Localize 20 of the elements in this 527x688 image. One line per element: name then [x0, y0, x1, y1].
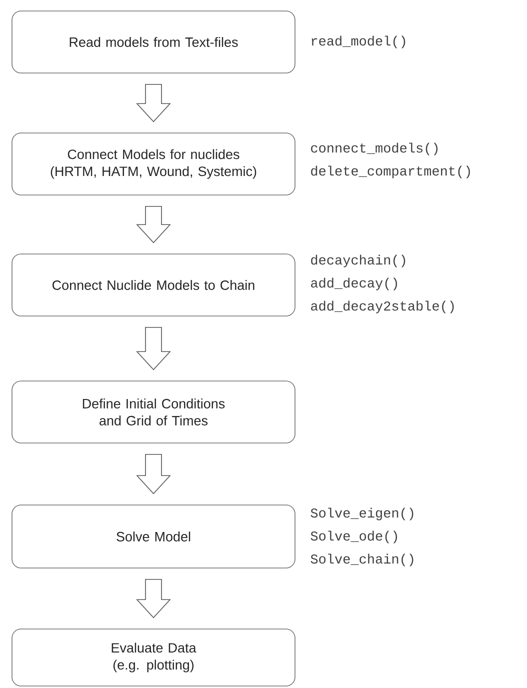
process-box: Connect Models for nuclides (HRTM, HATM, Wound, Systemic): [12, 132, 296, 196]
block-arrow: [136, 206, 171, 244]
process-box: Define Initial Conditions and Grid of Times: [12, 380, 296, 444]
code-label: add_decay2stable(): [311, 300, 454, 314]
code-label: Solve_chain(): [310, 554, 414, 566]
process-box: Evaluate Data (e.g. plotting): [12, 628, 296, 686]
process-box: Solve Model: [12, 504, 296, 568]
block-arrow: [136, 579, 171, 618]
code-label: Solve_eigen(): [310, 508, 414, 520]
block-arrow: [136, 327, 171, 370]
process-box: Read models from Text-files: [12, 10, 296, 74]
process-box: Connect Nuclide Models to Chain: [12, 254, 296, 316]
code-label: connect_models(): [311, 142, 438, 156]
code-label: decaychain(): [311, 254, 406, 268]
block-arrow: [136, 454, 171, 494]
block-arrow: [136, 84, 171, 122]
code-label: Solve_ode(): [310, 530, 398, 544]
code-label: read_model(): [312, 36, 406, 48]
code-label: add_decay(): [311, 278, 398, 290]
code-label: delete_compartment(): [311, 166, 470, 178]
